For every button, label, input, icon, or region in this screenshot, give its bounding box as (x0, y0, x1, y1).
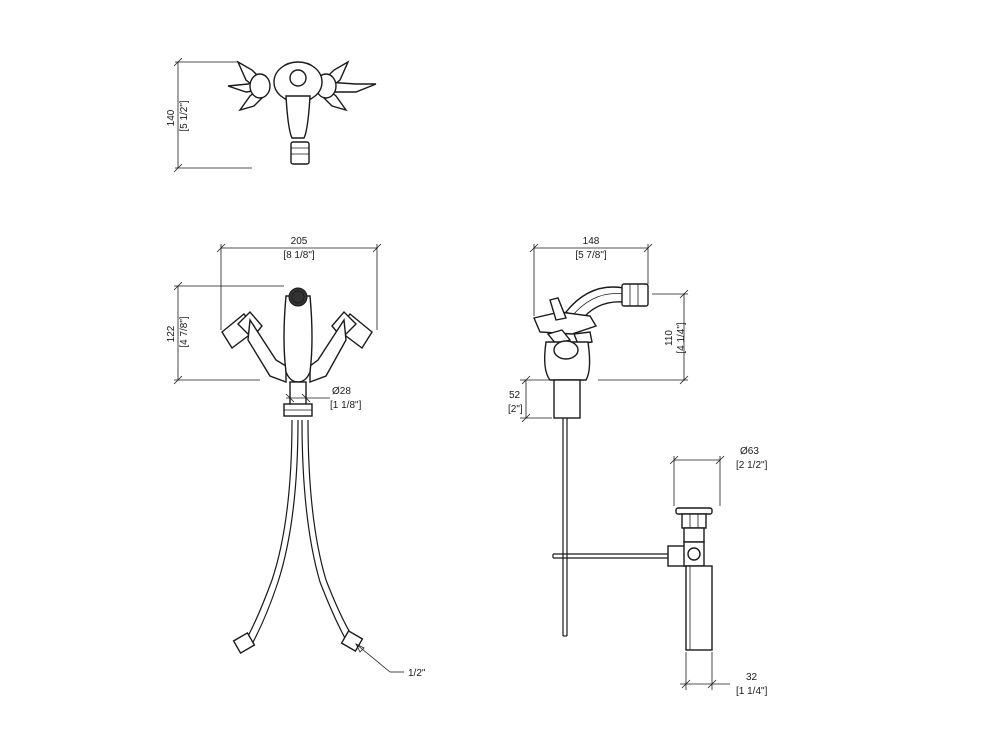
dim-drain-dia-in: [2 1/2"] (736, 460, 768, 471)
dim-spout-height-mm: 110 (664, 330, 675, 346)
dim-max-deck-in: [2"] (508, 404, 523, 415)
hose-right (301, 419, 347, 641)
top-aerator (290, 141, 310, 165)
dim-spout-height-in: [4 1/4"] (676, 322, 687, 354)
drain-collar (681, 513, 707, 529)
side-aerator (621, 283, 649, 307)
dim-drain-tail-mm: 32 (746, 672, 758, 683)
dim-front-width-in: [8 1/8"] (283, 250, 315, 261)
drain-assembly: Ø63 [2 1/2"] 32 [1 1/4"] (667, 446, 768, 697)
side-shank (553, 379, 581, 419)
dim-hose-connection: 1/2" (408, 668, 426, 679)
top-left-handle (227, 60, 271, 112)
side-view: 148 [5 7/8"] 110 [4 1/4"] 52 [2"] (508, 236, 689, 637)
top-view: 140 [5 1/2"] (166, 57, 377, 173)
front-shank (289, 381, 307, 407)
hose-left-fitting (232, 631, 256, 655)
dim-side-depth-in: [5 7/8"] (575, 250, 607, 261)
dim-side-depth-mm: 148 (583, 236, 600, 247)
top-spout (285, 95, 311, 139)
drain-flange (675, 507, 713, 515)
dim-front-height-mm: 122 (166, 325, 177, 342)
front-body (283, 295, 313, 383)
dim-drain-tail-in: [1 1/4"] (736, 686, 768, 697)
dim-top-height-in: [5 1/2"] (179, 100, 190, 132)
drain-pivot (667, 545, 687, 567)
hose-left (245, 419, 293, 641)
hose-right-fitting (340, 629, 364, 653)
dim-top-height-mm: 140 (166, 109, 177, 126)
dim-max-deck-mm: 52 (509, 390, 521, 401)
front-right-handle (309, 310, 373, 384)
dim-base-dia-mm: Ø28 (332, 386, 351, 397)
dim-front-width-mm: 205 (291, 236, 308, 247)
top-right-handle (315, 60, 377, 112)
dim-front-height-in: [4 7/8"] (179, 316, 190, 348)
front-view: 205 [8 1/8"] 122 [4 7/8"] Ø28 [1 1/8"] 1… (166, 236, 426, 679)
front-left-handle (221, 310, 287, 384)
dim-drain-dia-mm: Ø63 (740, 446, 759, 457)
dim-base-dia-in: [1 1/8"] (330, 400, 362, 411)
